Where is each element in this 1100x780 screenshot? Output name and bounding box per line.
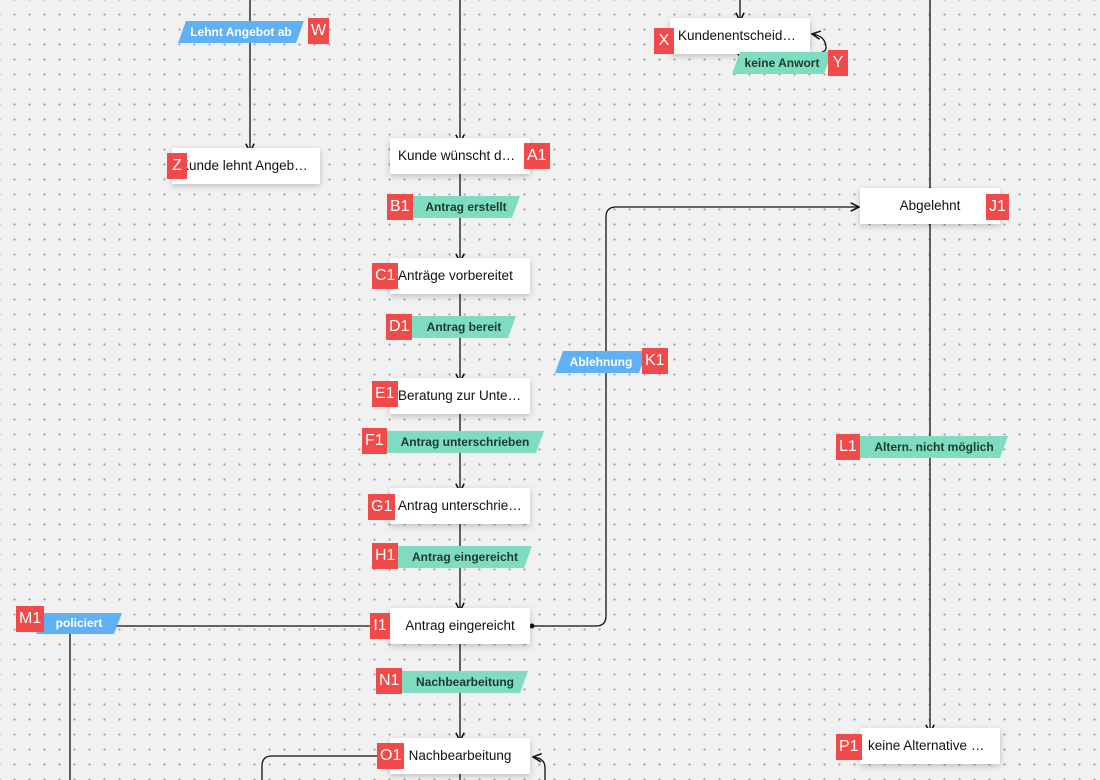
badge-a1: A1 [524, 143, 550, 169]
badge-x: X [654, 28, 674, 54]
edge-o1-right-loop [533, 757, 546, 780]
transition-antrag-eingereicht[interactable]: Antrag eingereicht [398, 546, 532, 568]
transition-antrag-unterschrieben[interactable]: Antrag unterschrieben [386, 431, 544, 453]
state-antraege-vorbereitet[interactable]: Anträge vorbereitet [390, 258, 530, 294]
transition-nachbearbeitung[interactable]: Nachbearbeitung [402, 671, 528, 693]
transition-lehnt-angebot-ab[interactable]: Lehnt Angebot ab [178, 21, 304, 43]
transition-altern-nicht-moeglich[interactable]: Altern. nicht möglich [860, 436, 1008, 458]
badge-n1: N1 [376, 668, 403, 694]
edge-o1-left-loop [261, 755, 390, 780]
state-kunde-lehnt-angebot[interactable]: Kunde lehnt Angeb… [172, 148, 320, 184]
transition-policiert[interactable]: policiert [36, 613, 122, 634]
badge-z: Z [167, 153, 187, 179]
transition-keine-anwort[interactable]: keine Anwort [732, 52, 832, 74]
badge-i1: I1 [370, 613, 390, 639]
transition-antrag-bereit[interactable]: Antrag bereit [412, 316, 516, 338]
state-beratung[interactable]: Beratung zur Unter… [390, 378, 530, 414]
badge-l1: L1 [836, 434, 860, 460]
badge-k1: K1 [642, 348, 668, 374]
badge-c1: C1 [372, 263, 399, 289]
state-antrag-unterschrieben[interactable]: Antrag unterschrie… [390, 488, 530, 524]
badge-w: W [308, 18, 330, 44]
badge-y: Y [828, 50, 848, 76]
state-nachbearbeitung[interactable]: Nachbearbeitung [390, 738, 530, 774]
state-antrag-eingereicht[interactable]: Antrag eingereicht [390, 608, 530, 644]
badge-e1: E1 [372, 381, 398, 407]
badge-o1: O1 [377, 743, 405, 769]
transition-antrag-erstellt[interactable]: Antrag erstellt [412, 196, 520, 218]
badge-b1: B1 [387, 194, 413, 220]
state-keine-alternative[interactable]: keine Alternative m… [860, 728, 1000, 764]
badge-g1: G1 [368, 494, 396, 520]
state-kunde-wuenscht[interactable]: Kunde wünscht den… [390, 138, 530, 174]
transition-ablehnung[interactable]: Ablehnung [555, 351, 647, 373]
badge-f1: F1 [362, 428, 387, 454]
state-kundenentscheidung[interactable]: Kundenentscheidu… [670, 18, 810, 54]
badge-p1: P1 [836, 734, 862, 760]
badge-j1: J1 [986, 194, 1009, 220]
badge-h1: H1 [372, 543, 399, 569]
state-abgelehnt[interactable]: Abgelehnt [860, 188, 1000, 224]
badge-d1: D1 [386, 314, 413, 340]
badge-m1: M1 [16, 606, 45, 632]
edge-i1-to-j1 [532, 207, 859, 627]
